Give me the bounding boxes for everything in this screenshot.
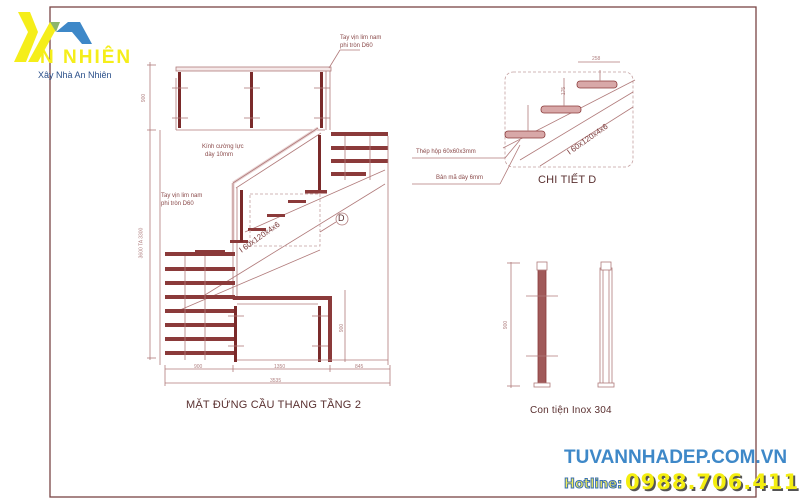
dim-right-rail: 900: [339, 323, 346, 333]
dim-bottom-total: 3535: [270, 378, 282, 384]
drawing-frame: [49, 6, 757, 498]
note-steel-box: Thép hộp 60x60x3mm: [416, 149, 476, 155]
dim-bottom-2: 1350: [274, 364, 286, 370]
hotline-number: 0988.706.411: [625, 470, 800, 494]
detail-d-drawing: [412, 61, 636, 185]
note-plate: Bản mã dày 6mm: [436, 175, 484, 181]
note-handrail-top: Tay vịn lim nam phi tròn D60: [340, 35, 382, 49]
dim-riser: 175: [561, 86, 568, 96]
note-handrail-left: Tay vịn lim nam phi tròn D60: [161, 193, 203, 207]
dim-tread: 258: [592, 56, 601, 62]
dim-left-main: 3600 TA 3300: [138, 227, 145, 259]
logo: N NHIÊN Xây Nhà An Nhiên: [8, 12, 148, 82]
detail-marker-d: D: [338, 213, 345, 223]
logo-tagline: Xây Nhà An Nhiên: [38, 70, 112, 80]
detail-d-title: CHI TIẾT D: [538, 174, 597, 186]
note-glass: Kính cường lực dày 10mm: [202, 144, 244, 158]
dim-bottom-1: 900: [194, 364, 203, 370]
baluster-title: Con tiện Inox 304: [530, 405, 612, 416]
logo-icon: [14, 12, 92, 62]
website-watermark: TUVANNHADEP.COM.VN: [564, 447, 788, 468]
baluster-drawing: [507, 261, 615, 388]
elevation-drawing: [147, 49, 391, 386]
dim-baluster: 900: [503, 320, 510, 330]
dim-bottom-3: 845: [355, 364, 364, 370]
elevation-title: MẶT ĐỨNG CẦU THANG TẦNG 2: [186, 399, 362, 411]
logo-brand: N NHIÊN: [40, 47, 133, 68]
dim-left-top: 900: [141, 93, 148, 103]
hotline-label: Hotline:: [563, 477, 623, 493]
